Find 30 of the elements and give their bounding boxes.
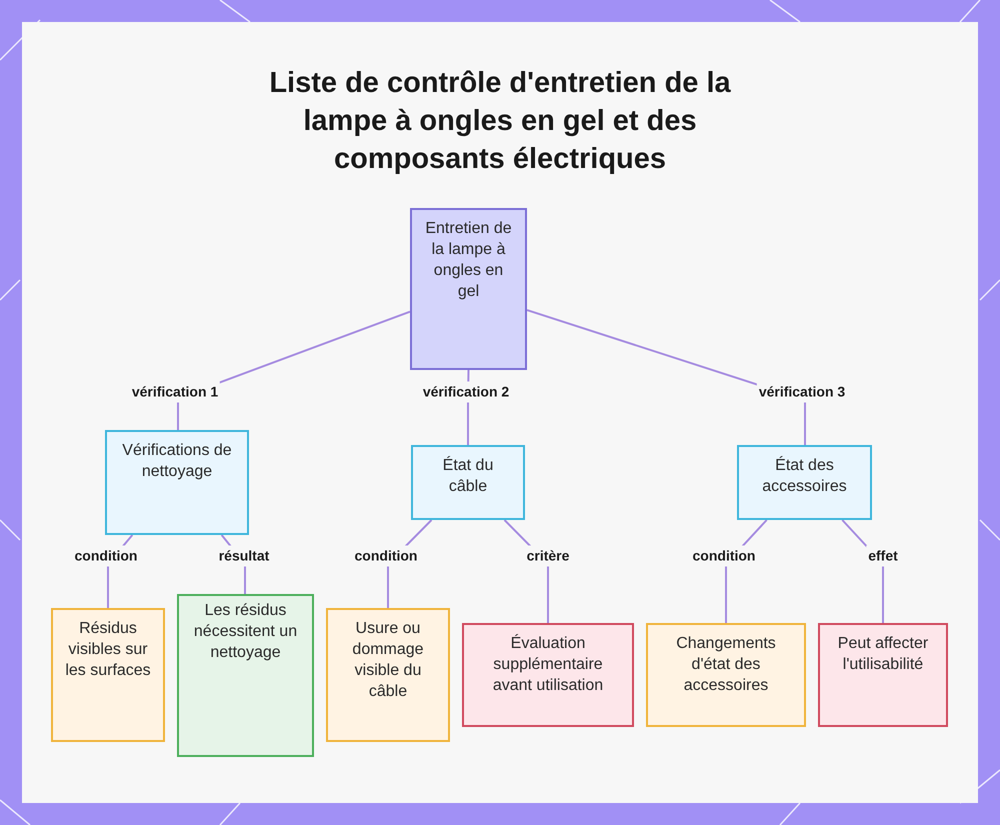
title: Liste de contrôle d'entretien de la lampe à ongles en gel et des composants électriques [268,66,732,177]
process-box [462,623,634,727]
process-box [411,445,525,520]
process-box [177,594,314,757]
box-text: Évaluation supplémentaire avant utilisation [492,633,604,696]
box-text: Résidus visibles sur les surfaces [65,619,151,681]
edge-label: condition [72,546,140,566]
process-box [737,445,872,520]
edge-label: résultat [216,546,272,566]
edge-label: vérification 1 [130,382,220,402]
edge-label: critère [524,546,572,566]
box-text: Vérifications de nettoyage [121,441,233,482]
edge-label: condition [352,546,420,566]
edge-label: vérification 2 [420,382,512,402]
box-text: État des accessoires [761,455,848,497]
process-box [646,623,806,727]
edge-label: condition [690,546,758,566]
box-text: Usure ou dommage visible du câble [351,619,425,702]
edge-label: vérification 3 [756,382,848,402]
process-box [410,208,527,370]
process-box [818,623,948,727]
process-box [51,608,165,742]
box-text: Entretien de la lampe à ongles en gel [424,219,513,302]
box-text: Les résidus nécessitent un nettoyage [192,601,298,663]
box-text: Changements d'état des accessoires [675,634,777,696]
process-box [105,430,249,535]
process-box [326,608,450,742]
edge-label: effet [866,546,900,566]
box-text: État du câble [442,455,494,497]
box-text: Peut affecter l'utilisabilité [836,634,930,675]
